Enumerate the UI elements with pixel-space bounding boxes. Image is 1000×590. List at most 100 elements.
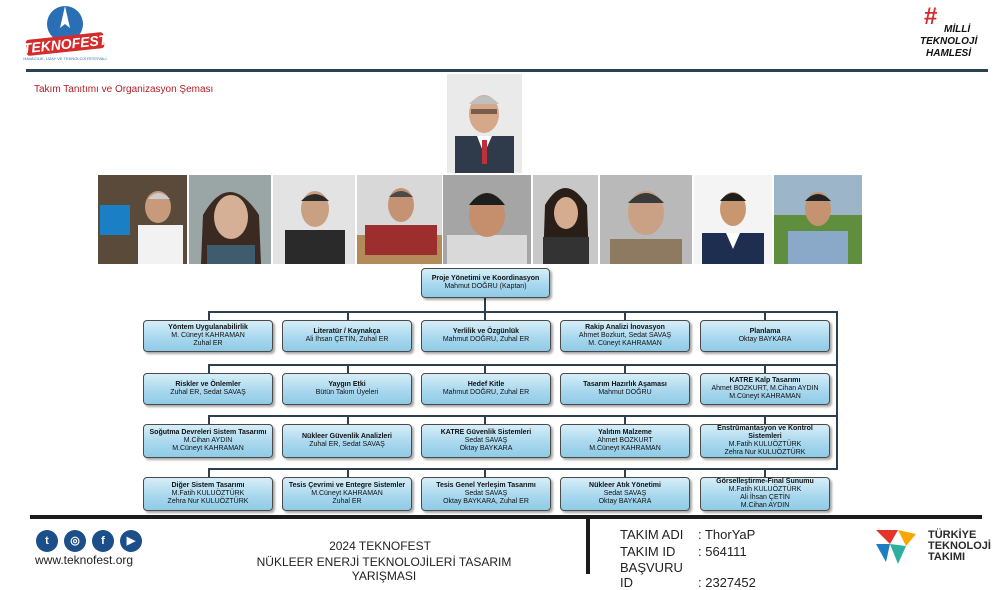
org-box: KATRE Güvenlik Sistemleri Sedat SAVAŞ Ok… (421, 424, 551, 458)
footer-divider (30, 515, 982, 519)
twitter-icon[interactable]: t (36, 530, 58, 552)
team-id-row: TAKIM ID: 564111 (620, 544, 747, 559)
connector (208, 311, 838, 313)
org-box-people: M.Cüneyt KAHRAMAN (172, 445, 244, 452)
facebook-icon[interactable]: f (92, 530, 114, 552)
app-id-row: BAŞVURU ID: 2327452 (620, 560, 756, 590)
org-box-people: Mahmut DOĞRU, Zuhal ER (442, 389, 530, 396)
org-box-people: M. Cüneyt KAHRAMAN (588, 340, 662, 347)
org-box: Tesis Genel Yerleşim Tasarımı Sedat SAVA… (421, 477, 551, 511)
org-box: Riskler ve Önlemler Zuhal ER, Sedat SAVA… (143, 373, 273, 405)
org-box-title: Tasarım Hazırlık Aşaması (583, 381, 667, 388)
connector (624, 311, 626, 321)
teknofest-logo: TEKNOFEST HAVACILIK, UZAY VE TEKNOLOJİ F… (22, 2, 109, 64)
org-box-title: Yalıtım Malzeme (598, 429, 652, 436)
connector (764, 468, 766, 478)
org-box-people: Ali İhsan ÇETİN, Zuhal ER (305, 336, 389, 343)
connector (484, 468, 486, 478)
tt-line: TEKNOLOJİ (928, 540, 991, 552)
org-box: Yalıtım Malzeme Ahmet BOZKURT M.Cüneyt K… (560, 424, 690, 458)
org-box: Literatür / Kaynakça Ali İhsan ÇETİN, Zu… (282, 320, 412, 352)
app-id-label: BAŞVURU ID (620, 560, 683, 590)
org-box-title: Tesis Çevrimi ve Entegre Sistemler (288, 482, 406, 489)
org-box-people: M.Cüneyt KAHRAMAN (589, 445, 661, 452)
member-photo-3 (273, 175, 355, 264)
connector (624, 415, 626, 425)
website-link[interactable]: www.teknofest.org (35, 553, 134, 567)
connector (764, 415, 766, 425)
event-subtitle: NÜKLEER ENERJİ TEKNOLOJİLERİ TASARIM YAR… (256, 555, 512, 583)
connector (764, 364, 766, 374)
svg-text:TEKNOFEST: TEKNOFEST (22, 31, 108, 56)
org-box-title: Planlama (749, 328, 781, 335)
connector (624, 468, 626, 478)
org-box-title: Yöntem Uygulanabilirlik (168, 324, 248, 331)
connector (836, 311, 838, 470)
org-box-people: Oktay BAYKARA (598, 498, 652, 505)
org-box-people: Ahmet BOZKURT (597, 437, 653, 444)
connector (764, 311, 766, 321)
member-photo-1 (98, 175, 187, 264)
org-box-title: Rakip Analizi İnovasyon (585, 324, 665, 331)
connector (484, 298, 486, 312)
member-photo-8 (694, 175, 772, 264)
org-box-title: Soğutma Devreleri Sistem Tasarımı (149, 429, 267, 436)
org-box-people: Zehra Nur KULUÖZTÜRK (724, 449, 806, 456)
connector (208, 468, 838, 470)
team-id-value: : 564111 (698, 544, 747, 559)
svg-text:TEKNOLOJİ: TEKNOLOJİ (920, 34, 978, 47)
org-box-title: Nükleer Atık Yönetimi (589, 482, 661, 489)
org-box: Nükleer Güvenlik Analizleri Zuhal ER, Se… (282, 424, 412, 458)
org-box-people: M.Cihan AYDIN (740, 502, 790, 509)
turkiye-teknoloji-takimi-logo (872, 524, 920, 568)
org-box-people: Bütün Takım Üyeleri (315, 389, 379, 396)
org-box-title: KATRE Güvenlik Sistemleri (440, 429, 532, 436)
connector (347, 311, 349, 321)
org-box: KATRE Kalp Tasarımı Ahmet BOZKURT, M.Cih… (700, 373, 830, 405)
org-box-title: Nükleer Güvenlik Analizleri (302, 433, 392, 440)
org-box-title: Yaygın Etki (328, 381, 366, 388)
org-box: Tasarım Hazırlık Aşaması Mahmut DOĞRU (560, 373, 690, 405)
org-box-people: Zuhal ER (332, 498, 362, 505)
org-box-people: Oktay BAYKARA, Zuhal ER (443, 498, 529, 505)
org-box-title: Enstrümantasyon ve Kontrol Sistemleri (717, 425, 813, 440)
org-box-people: Ahmet BOZKURT, M.Cihan AYDIN (711, 385, 819, 392)
youtube-icon[interactable]: ▶ (120, 530, 142, 552)
svg-text:HAVACILIK, UZAY VE TEKNOLOJİ F: HAVACILIK, UZAY VE TEKNOLOJİ FESTİVALİ (23, 56, 106, 61)
member-photo-2 (189, 175, 271, 264)
org-box-title: Proje Yönetimi ve Koordinasyon (431, 275, 540, 282)
org-box-title: Görselleştirme-Final Sunumu (716, 478, 814, 485)
org-box-root: Proje Yönetimi ve Koordinasyon Mahmut DO… (421, 268, 550, 298)
org-box-title: Hedef Kitle (467, 381, 505, 388)
event-title: 2024 TEKNOFEST (329, 539, 431, 553)
connector (208, 415, 210, 425)
instagram-icon[interactable]: ◎ (64, 530, 86, 552)
org-box-title: Diğer Sistem Tasarımı (171, 482, 245, 489)
page-title: Takım Tanıtımı ve Organizasyon Şeması (34, 84, 214, 95)
org-box: Soğutma Devreleri Sistem Tasarımı M.Ciha… (143, 424, 273, 458)
org-box-people: Zehra Nur KULUÖZTÜRK (167, 498, 249, 505)
org-box-people: M.Fatih KULUÖZTÜRK (171, 490, 245, 497)
tt-logo-text: TÜRKİYE TEKNOLOJİ TAKIMI (928, 530, 991, 563)
org-box-title: Tesis Genel Yerleşim Tasarımı (436, 482, 536, 489)
connector (208, 311, 210, 321)
connector (208, 364, 210, 374)
org-box-people: Ali İhsan ÇETİN (740, 494, 790, 501)
svg-text:#: # (924, 3, 937, 30)
org-box-people: Sedat SAVAŞ (464, 437, 508, 444)
org-box: Yöntem Uygulanabilirlik M. Cüneyt KAHRAM… (143, 320, 273, 352)
org-box: Yerlilik ve Özgünlük Mahmut DOĞRU, Zuhal… (421, 320, 551, 352)
org-box: Hedef Kitle Mahmut DOĞRU, Zuhal ER (421, 373, 551, 405)
org-box-people: Oktay BAYKARA (459, 445, 513, 452)
org-box: Yaygın Etki Bütün Takım Üyeleri (282, 373, 412, 405)
header-divider (26, 69, 988, 72)
org-box: Nükleer Atık Yönetimi Sedat SAVAŞ Oktay … (560, 477, 690, 511)
org-box-title: Yerlilik ve Özgünlük (452, 328, 520, 335)
org-box-people: Zuhal ER (193, 340, 223, 347)
connector (484, 415, 486, 425)
org-box-people: Sedat SAVAŞ (603, 490, 647, 497)
org-box: Enstrümantasyon ve Kontrol Sistemleri M.… (700, 424, 830, 458)
connector (484, 311, 486, 321)
member-photo-4 (357, 175, 442, 264)
captain-photo (447, 74, 522, 173)
